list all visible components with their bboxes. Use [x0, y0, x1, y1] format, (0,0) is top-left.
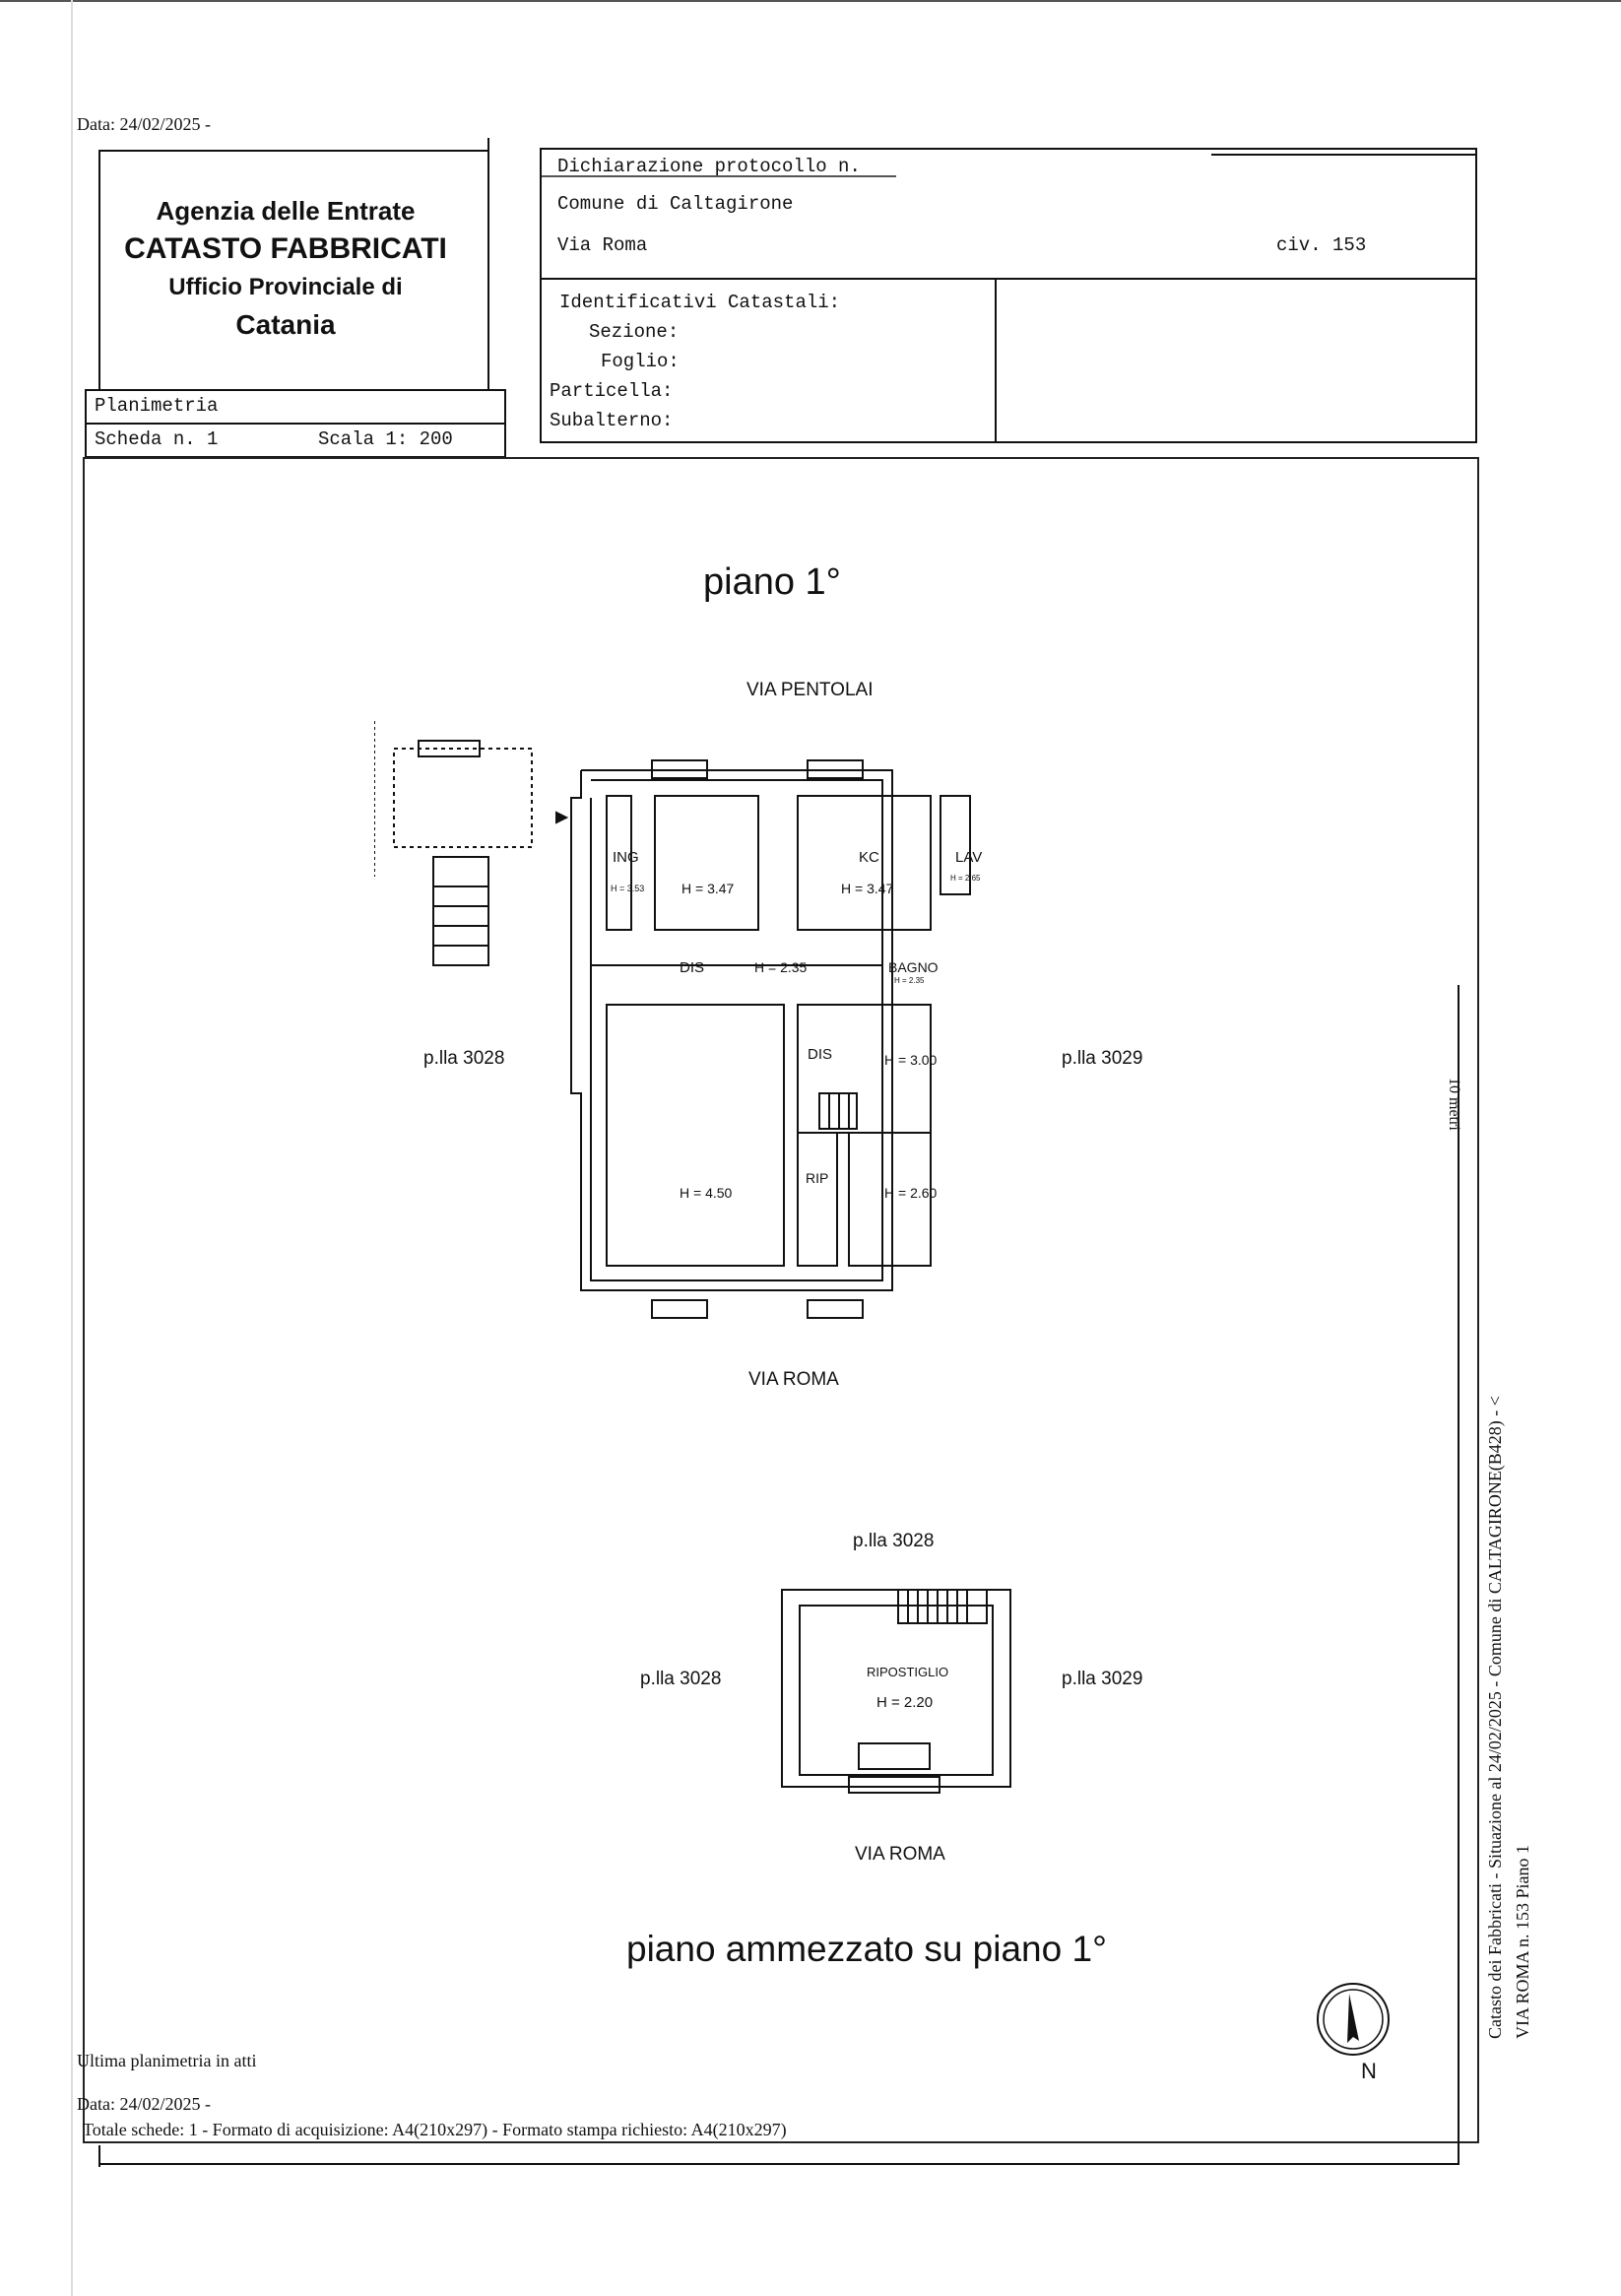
planimetria-label: Planimetria [95, 395, 219, 417]
comune-label: Comune di Caltagirone [557, 193, 794, 215]
provincia-name: Catania [235, 309, 336, 340]
declaration-right-rule [1211, 154, 1477, 156]
street-top-label: VIA PENTOLAI [746, 680, 874, 700]
room-rip: RIP [806, 1170, 829, 1186]
room-lav-height: H = 2.65 [950, 874, 981, 883]
frame-tick-bl [98, 2145, 100, 2167]
header-left-rule [98, 150, 100, 390]
room-ing-height: H = 3.53 [611, 884, 645, 893]
floor-plan-drawing [374, 719, 971, 1319]
side-text-address: VIA ROMA n. 153 Piano 1 [1513, 1844, 1532, 2039]
plan-walls [374, 719, 971, 1319]
footer-totale: Totale schede: 1 - Formato di acquisizio… [83, 2120, 787, 2139]
frame-bottom-rule [98, 2163, 1459, 2165]
room-bagno-height: H = 2.35 [894, 976, 925, 985]
agency-name: Agenzia delle Entrate [156, 196, 416, 226]
mezzanine-title: piano ammezzato su piano 1° [626, 1929, 1107, 1969]
mezzanine-right-parcel: p.lla 3029 [1062, 1669, 1143, 1689]
catasto-title: CATASTO FABBRICATI [124, 232, 447, 265]
mezzanine-drawing [781, 1589, 1011, 1794]
room-bagno: BAGNO [888, 959, 939, 975]
subalterno-label: Subalterno: [550, 410, 674, 431]
north-label: N [1361, 2059, 1377, 2083]
mezzanine-street: VIA ROMA [855, 1844, 945, 1865]
ufficio-label: Ufficio Provinciale di [168, 274, 403, 300]
planimetria-divider [87, 423, 504, 425]
mezzanine-room-height: H = 2.20 [876, 1694, 934, 1711]
room-dis-2-height: H = 3.00 [884, 1052, 938, 1068]
drawing-frame [83, 457, 1479, 2143]
room-dis-1: DIS [680, 959, 705, 976]
declaration-underline [542, 175, 896, 177]
identificativi-divider [995, 280, 997, 441]
room-dis-2: DIS [808, 1046, 833, 1063]
mezzanine-left-parcel: p.lla 3028 [640, 1669, 722, 1689]
left-parcel-label: p.lla 3028 [423, 1048, 505, 1069]
header-divider [487, 138, 489, 389]
particella-label: Particella: [550, 380, 674, 402]
header-top-rule-left [98, 150, 488, 152]
scan-left-edge [71, 0, 73, 2296]
room-ing: ING [613, 849, 639, 866]
side-text-catasto: Catasto dei Fabbricati - Situazione al 2… [1485, 1396, 1505, 2039]
room-dis-1-height: H = 2.35 [754, 959, 808, 975]
via-label: Via Roma [557, 234, 648, 256]
scan-top-edge [0, 0, 1621, 2]
street-bottom-label: VIA ROMA [748, 1369, 839, 1390]
identificativi-label: Identificativi Catastali: [559, 292, 841, 313]
mezzanine-room: RIPOSTIGLIO [867, 1665, 949, 1679]
declaration-box: Dichiarazione protocollo n. Comune di Ca… [540, 148, 1477, 280]
top-date: Data: 24/02/2025 - [77, 114, 211, 134]
identificativi-box: Identificativi Catastali: Sezione: Fogli… [540, 278, 1477, 443]
right-parcel-label: p.lla 3029 [1062, 1048, 1143, 1069]
room-lav: LAV [955, 849, 983, 866]
north-arrow-icon [1317, 1983, 1390, 2056]
room-260-height: H = 2.60 [884, 1185, 938, 1201]
room-kc: KC [859, 849, 879, 866]
scale-bar-label: 10 metri [1446, 1078, 1462, 1131]
footer-data: Data: 24/02/2025 - [77, 2094, 211, 2114]
agency-block: Agenzia delle Entrate CATASTO FABBRICATI… [118, 193, 453, 345]
floor-title: piano 1° [703, 561, 841, 603]
room-1-height: H = 3.47 [681, 881, 735, 896]
foglio-label: Foglio: [601, 351, 680, 372]
scala-label: Scala 1: 200 [318, 428, 453, 450]
mezzanine-top-parcel: p.lla 3028 [853, 1531, 935, 1551]
room-kc-height: H = 3.47 [841, 881, 894, 896]
room-big-height: H = 4.50 [680, 1185, 733, 1201]
planimetria-box: Planimetria Scheda n. 1 Scala 1: 200 [85, 389, 506, 458]
footer-ultima: Ultima planimetria in atti [77, 2051, 257, 2070]
civ-label: civ. 153 [1276, 234, 1367, 256]
sezione-label: Sezione: [589, 321, 680, 343]
declaration-label: Dichiarazione protocollo n. [557, 156, 861, 177]
scheda-label: Scheda n. 1 [95, 428, 219, 450]
frame-right-inner-rule [1458, 985, 1459, 2163]
